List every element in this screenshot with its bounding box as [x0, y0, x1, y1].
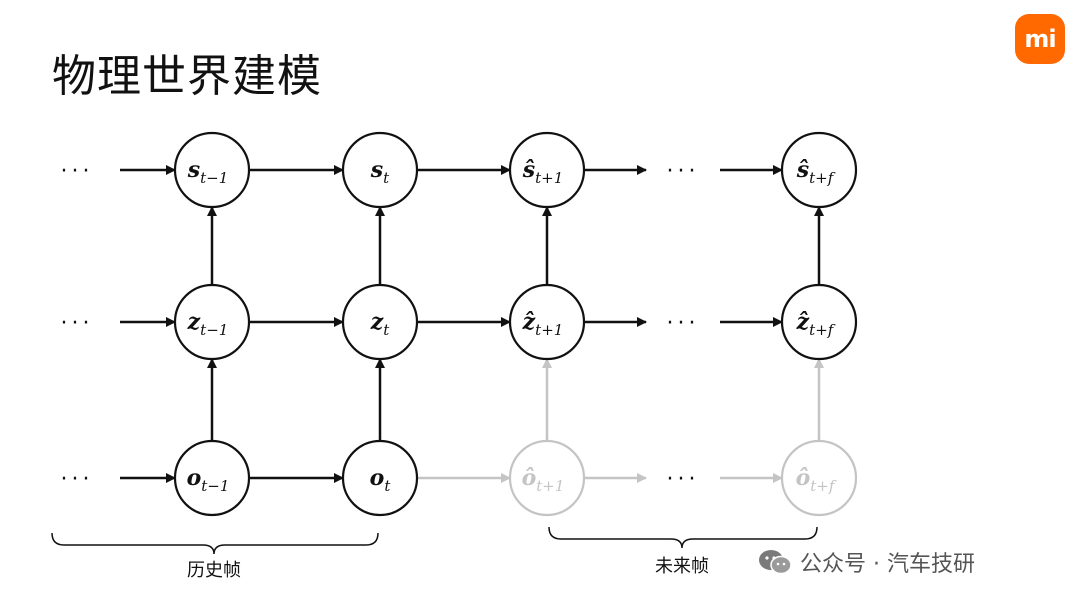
node-circle-o-1	[341, 439, 419, 517]
ellipsis-o-start: ···	[61, 467, 94, 492]
history-label: 历史帧	[187, 560, 241, 581]
node-label-s-0: st−1	[187, 157, 229, 187]
ellipsis-layer: ··· ··· ··· ··· ··· ···	[61, 159, 700, 492]
node-label-s-3: ŝt+f	[796, 157, 836, 187]
ellipsis-s-mid: ···	[667, 159, 700, 184]
node-s-0: st−1	[173, 131, 251, 209]
node-circle-z-3	[780, 283, 858, 361]
node-label-z-1: zt	[370, 309, 391, 339]
node-circle-s-0	[173, 131, 251, 209]
ellipsis-z-mid: ···	[667, 311, 700, 336]
node-circle-s-3	[780, 131, 858, 209]
node-circle-z-0	[173, 283, 251, 361]
future-brace	[548, 526, 818, 549]
ellipsis-z-start: ···	[61, 311, 94, 336]
logo-text: mi	[1024, 25, 1056, 53]
wechat-icon	[759, 550, 792, 575]
watermark-text: 公众号 · 汽车技研	[800, 552, 975, 577]
future-label: 未来帧	[655, 556, 709, 577]
ellipsis-o-mid: ···	[667, 467, 700, 492]
node-label-o-2: ôt+1	[522, 465, 565, 495]
node-s-2: ŝt+1	[508, 131, 586, 209]
node-circle-z-1	[341, 283, 419, 361]
node-label-o-0: ot−1	[187, 465, 230, 495]
node-label-s-2: ŝt+1	[522, 157, 564, 187]
node-circle-o-0	[173, 439, 251, 517]
page-title: 物理世界建模	[52, 51, 322, 102]
node-o-3: ôt+f	[780, 439, 858, 517]
node-label-z-0: zt−1	[187, 309, 229, 339]
xiaomi-logo: mi	[1015, 14, 1065, 64]
node-z-1: zt	[341, 283, 419, 361]
node-z-3: ẑt+f	[780, 283, 858, 361]
node-o-1: ot	[341, 439, 419, 517]
watermark: 公众号 · 汽车技研	[758, 546, 975, 578]
node-s-3: ŝt+f	[780, 131, 858, 209]
node-label-z-3: ẑt+f	[796, 309, 836, 339]
node-label-o-1: ot	[370, 465, 392, 495]
node-circle-s-2	[508, 131, 586, 209]
node-o-0: ot−1	[173, 439, 251, 517]
node-circle-o-3	[780, 439, 858, 517]
edges-layer	[120, 165, 824, 483]
history-brace	[51, 532, 379, 555]
node-z-0: zt−1	[173, 283, 251, 361]
nodes-layer: st−1 st ŝt+1 ŝt+f zt−1 zt ẑt+1 ẑt+f ot−1 ot ô…	[173, 131, 858, 517]
node-o-2: ôt+1	[508, 439, 586, 517]
node-circle-o-2	[508, 439, 586, 517]
node-label-z-2: ẑt+1	[522, 309, 564, 339]
node-s-1: st	[341, 131, 419, 209]
node-label-s-1: st	[370, 157, 390, 187]
node-label-o-3: ôt+f	[796, 465, 837, 495]
node-circle-s-1	[341, 131, 419, 209]
ellipsis-s-start: ···	[61, 159, 94, 184]
node-z-2: ẑt+1	[508, 283, 586, 361]
node-circle-z-2	[508, 283, 586, 361]
